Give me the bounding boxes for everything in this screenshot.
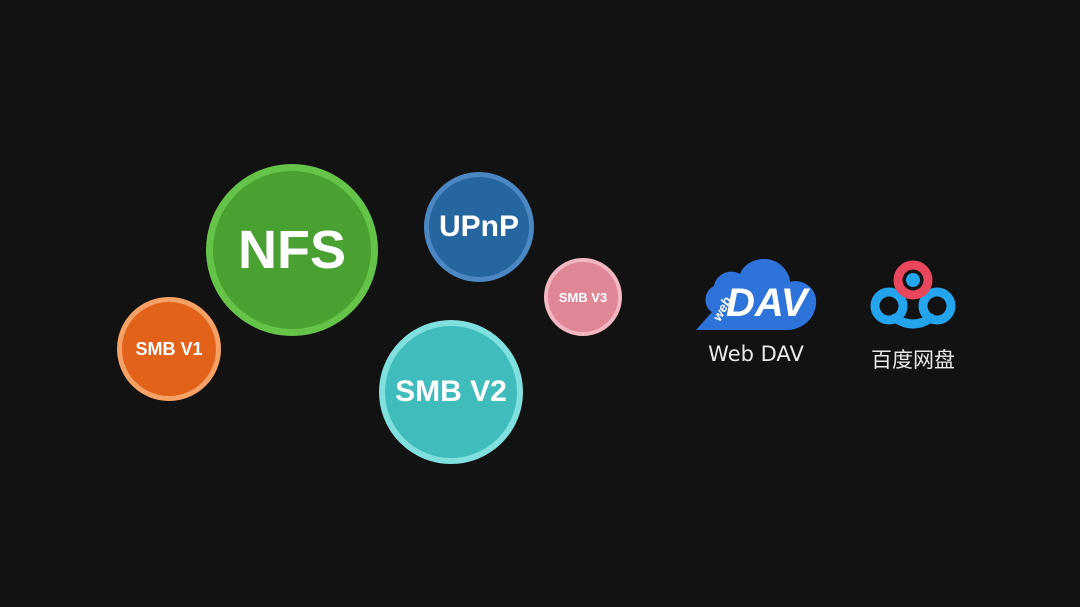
smb-v2-label: SMB V2 xyxy=(395,375,507,408)
smb-v2-protocol-bubble[interactable]: SMB V2 xyxy=(379,320,523,464)
webdav-cloud-icon: web DAV xyxy=(696,259,817,330)
smb-v3-label: SMB V3 xyxy=(558,289,608,305)
upnp-label: UPnP xyxy=(438,210,519,243)
baidu-netdisk-label: 百度网盘 xyxy=(871,348,955,372)
baidu-netdisk-icon xyxy=(870,260,956,329)
upnp-protocol-bubble[interactable]: UPnP xyxy=(424,172,534,282)
smb-v1-protocol-bubble[interactable]: SMB V1 xyxy=(117,297,221,401)
webdav-service[interactable]: web DAV Web DAV xyxy=(688,252,824,366)
nfs-protocol-bubble[interactable]: NFS xyxy=(206,164,378,336)
baidu-netdisk-service[interactable]: 百度网盘 xyxy=(858,256,968,374)
webdav-logo-main-text: DAV xyxy=(726,281,811,325)
webdav-label: Web DAV xyxy=(708,342,804,366)
smb-v3-protocol-bubble[interactable]: SMB V3 xyxy=(544,258,622,336)
smb-v1-label: SMB V1 xyxy=(135,338,203,359)
nfs-label: NFS xyxy=(238,220,346,280)
